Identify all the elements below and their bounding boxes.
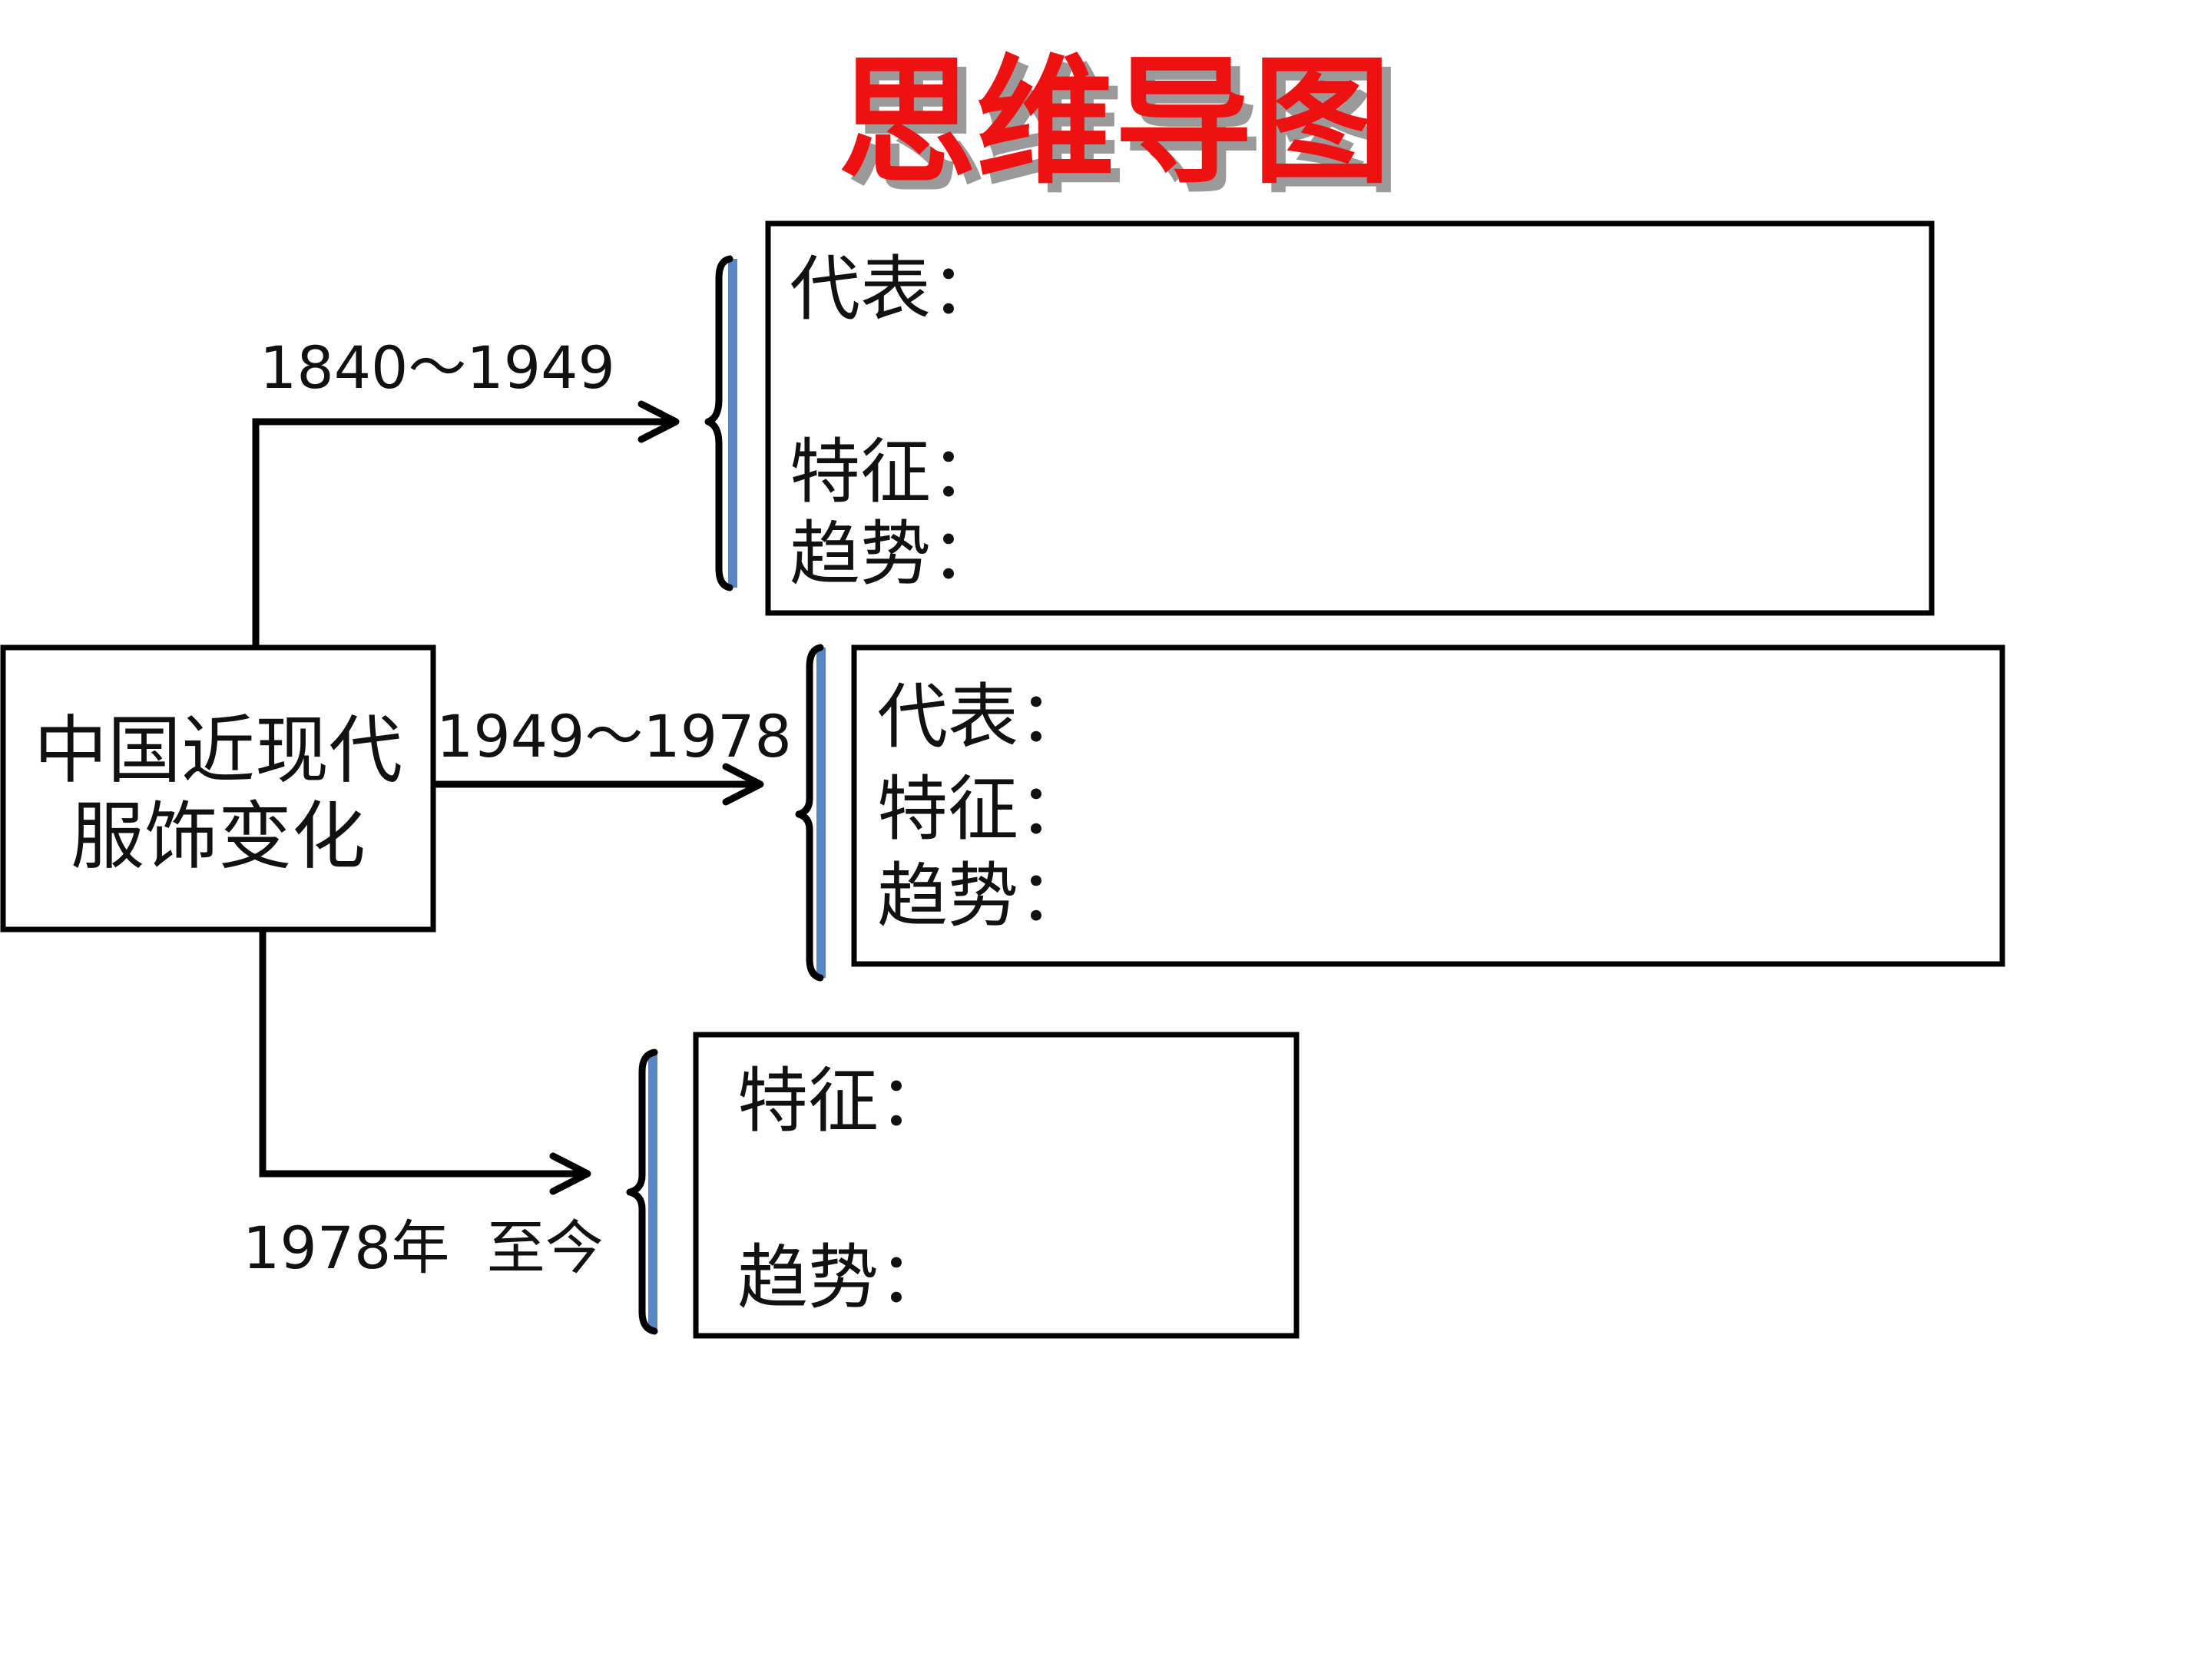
branch-box-3 [693,1032,1300,1339]
branch-1-field-trend: 趋势： [790,513,1002,595]
title-shadow: 思维导图 [847,51,1400,212]
brace-3 [626,1048,658,1335]
root-node-line-1: 中国近现代 [34,707,402,793]
brace-2 [795,644,824,982]
brace-accent-1 [728,259,737,588]
period-label-2: 1949～1978 [436,702,792,770]
branch-3-field-features: 特征： [737,1060,949,1142]
branch-box-2 [851,644,2005,967]
period-label-3: 1978年 至今 [243,1214,604,1282]
arrowhead-branch-2 [722,763,764,806]
connector-branch-1 [252,418,676,648]
branch-box-1 [765,220,1935,616]
page-title: 思维导图 [838,42,1391,203]
brace-accent-2 [816,648,826,978]
connector-branch-3 [259,929,588,1178]
root-node-box [0,644,436,933]
brace-1 [704,255,733,591]
branch-2-field-trend: 趋势： [877,855,1089,937]
branch-3-field-trend: 趋势： [737,1237,949,1319]
arrowhead-branch-1 [637,400,680,443]
period-label-1: 1840～1949 [260,333,615,402]
branch-1-field-features: 特征： [790,431,1002,513]
branch-2-field-features: 特征： [877,768,1089,850]
branch-1-field-representative: 代表： [790,248,1002,330]
branch-2-field-representative: 代表： [877,676,1089,758]
arrowhead-branch-3 [549,1152,591,1195]
root-node-line-2: 服饰变化 [71,793,366,880]
brace-accent-3 [648,1052,657,1331]
